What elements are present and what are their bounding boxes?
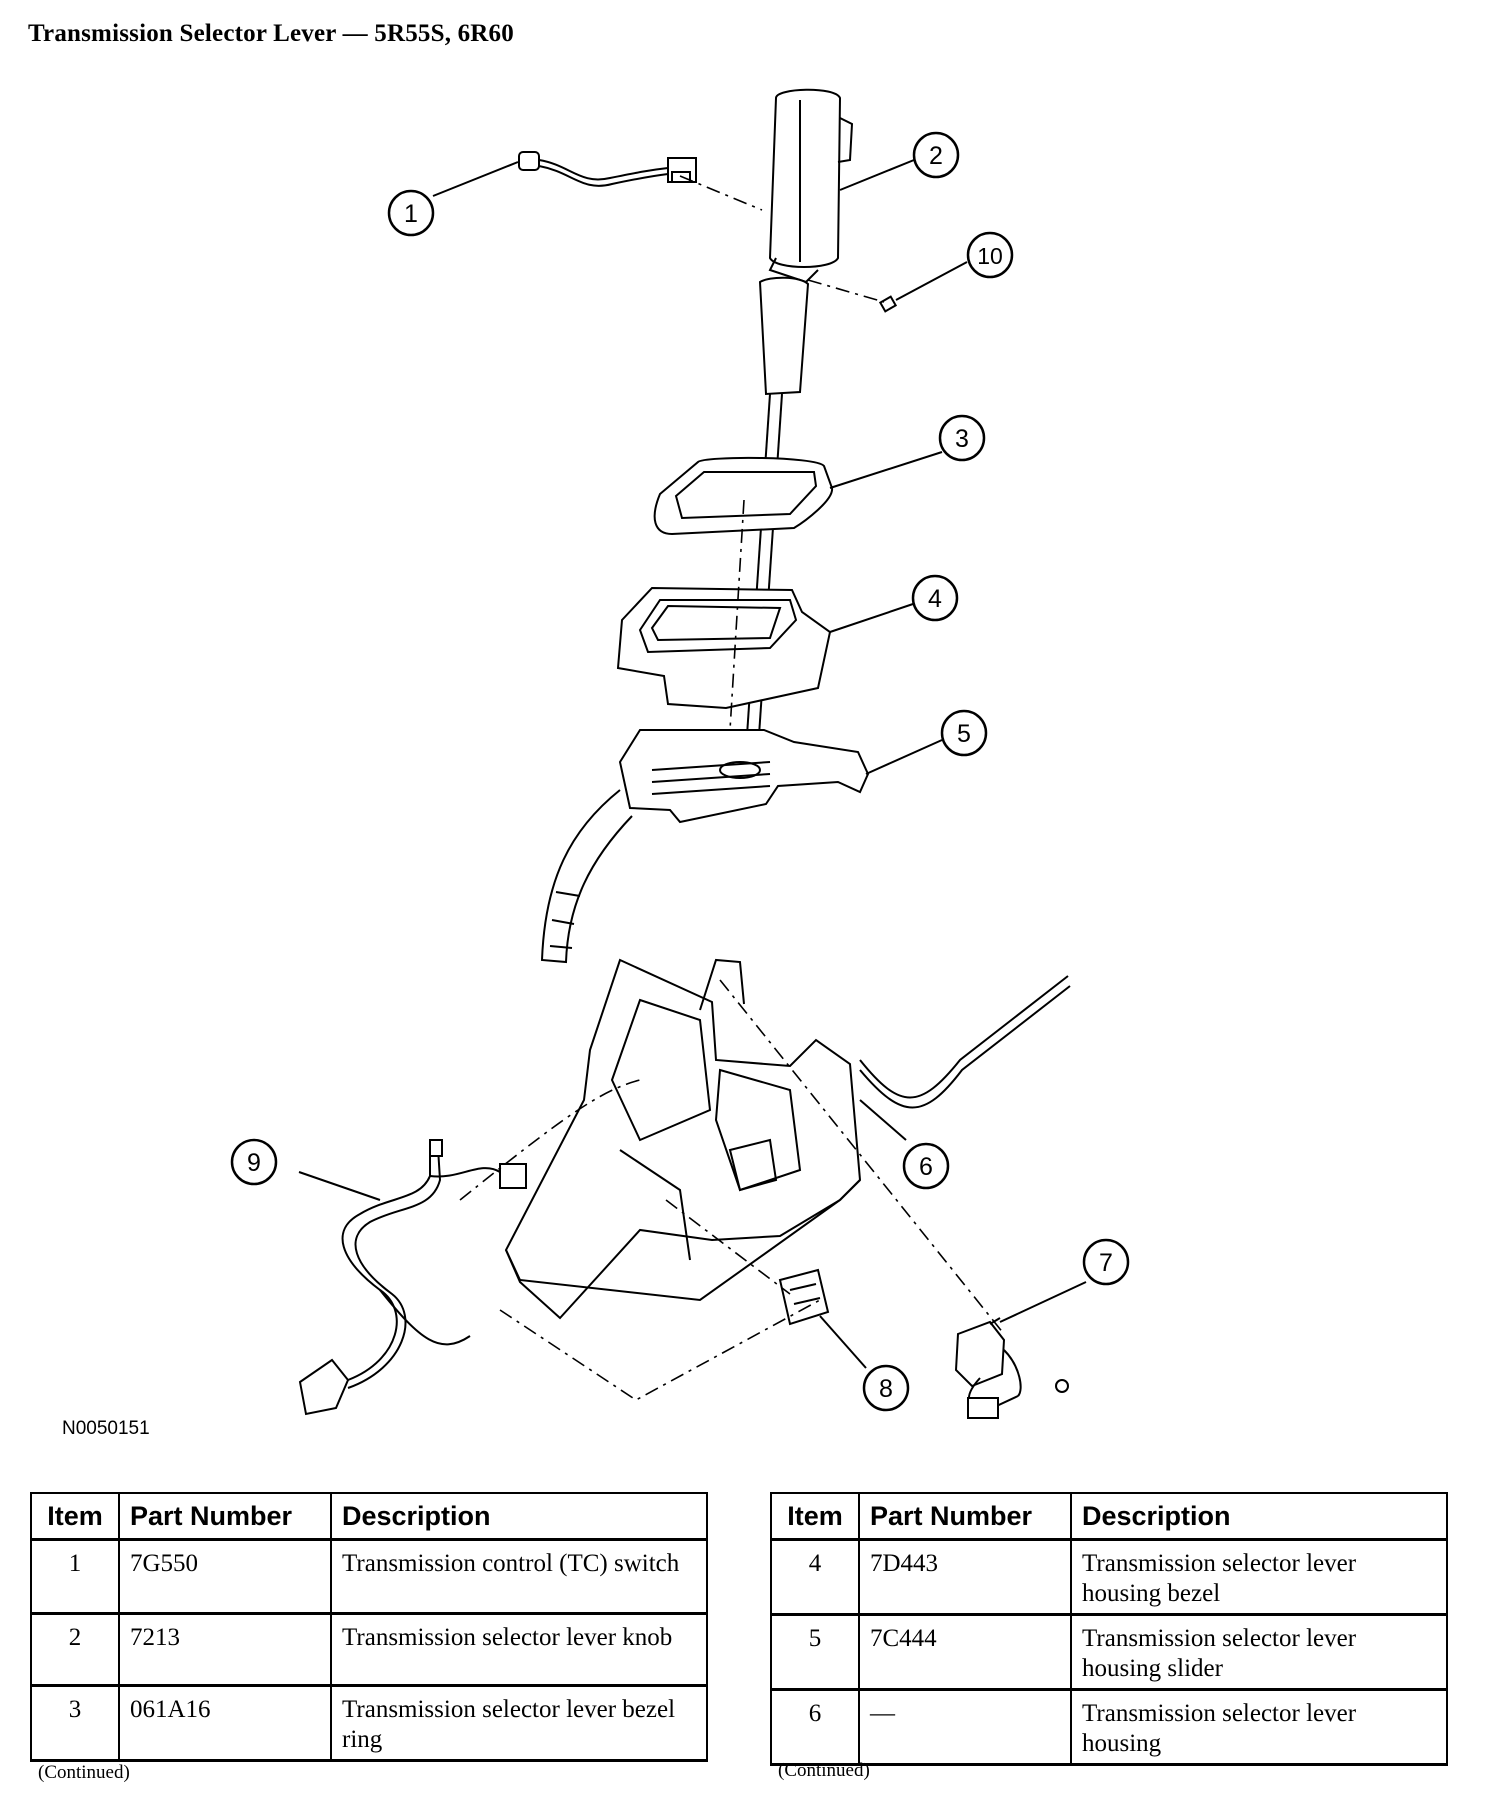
row-description: Transmission selector lever housing slid…	[1070, 1614, 1448, 1691]
parts-table-left: Item Part Number Description 1 7G550 Tra…	[30, 1492, 708, 1762]
callout-10-label: 10	[977, 243, 1003, 269]
row-part-number: 7D443	[858, 1539, 1072, 1616]
table-row: 2 7213 Transmission selector lever knob	[30, 1613, 708, 1687]
exploded-parts-diagram: 1 2 3 4 5 6 7 8 9 10	[230, 88, 1130, 1419]
callout-8-label: 8	[879, 1375, 893, 1403]
callout-2: 2	[912, 131, 960, 179]
table-row: 5 7C444 Transmission selector lever hous…	[770, 1614, 1448, 1691]
callout-7: 7	[1082, 1238, 1130, 1286]
table-row: 1 7G550 Transmission control (TC) switch	[30, 1539, 708, 1615]
callout-6-label: 6	[919, 1153, 933, 1181]
page-title: Transmission Selector Lever — 5R55S, 6R6…	[28, 20, 514, 47]
assembly-lines	[459, 175, 1005, 1401]
callout-6: 6	[902, 1142, 950, 1190]
callout-8: 8	[862, 1364, 910, 1412]
selector-housing-part	[504, 958, 1071, 1320]
callout-4-label: 4	[928, 585, 942, 613]
callout-3: 3	[938, 414, 986, 462]
row-item: 3	[30, 1685, 120, 1762]
row-item: 2	[30, 1613, 120, 1687]
callout-5-label: 5	[957, 720, 971, 748]
callout-2-label: 2	[929, 142, 943, 170]
row-part-number: 7213	[118, 1613, 332, 1687]
housing-slider-part	[540, 729, 870, 964]
header-item: Item	[30, 1492, 120, 1541]
set-screw-part	[878, 295, 898, 313]
callout-9-label: 9	[247, 1149, 261, 1177]
row-description: Transmission selector lever bezel ring	[330, 1685, 708, 1762]
table-row: 6 — Transmission selector lever housing	[770, 1689, 1448, 1766]
housing-bezel-part	[616, 586, 832, 710]
row-description: Transmission selector lever knob	[330, 1613, 708, 1687]
callout-markers: 1 2 3 4 5 6 7 8 9 10	[230, 131, 1130, 1412]
row-part-number: 061A16	[118, 1685, 332, 1762]
row-description: Transmission selector lever housing	[1070, 1689, 1448, 1766]
row-item: 1	[30, 1539, 120, 1615]
row-description: Transmission control (TC) switch	[330, 1539, 708, 1615]
callout-1-label: 1	[404, 200, 418, 228]
header-description: Description	[1070, 1492, 1448, 1541]
table-header-row: Item Part Number Description	[770, 1492, 1448, 1541]
continued-note-right: (Continued)	[778, 1760, 870, 1781]
table-row: 4 7D443 Transmission selector lever hous…	[770, 1539, 1448, 1616]
row-item: 4	[770, 1539, 860, 1616]
bezel-ring-part	[653, 456, 833, 536]
callout-10: 10	[966, 231, 1014, 279]
table-row: 3 061A16 Transmission selector lever bez…	[30, 1685, 708, 1762]
row-description: Transmission selector lever housing beze…	[1070, 1539, 1448, 1616]
row-item: 6	[770, 1689, 860, 1766]
callout-5: 5	[940, 709, 988, 757]
connector-part	[778, 1268, 830, 1326]
row-item: 5	[770, 1614, 860, 1691]
row-part-number: 7G550	[118, 1539, 332, 1615]
callout-7-label: 7	[1099, 1249, 1113, 1277]
header-part-number: Part Number	[118, 1492, 332, 1541]
tc-switch-part	[518, 151, 697, 187]
wiring-harness-part	[298, 1139, 527, 1416]
callout-3-label: 3	[955, 425, 969, 453]
row-part-number: —	[858, 1689, 1072, 1766]
continued-note-left: (Continued)	[38, 1762, 130, 1783]
solenoid-part	[954, 1317, 1069, 1419]
header-item: Item	[770, 1492, 860, 1541]
figure-id: N0050151	[62, 1418, 150, 1439]
callout-9: 9	[230, 1138, 278, 1186]
callout-4: 4	[911, 574, 959, 622]
table-header-row: Item Part Number Description	[30, 1492, 708, 1541]
header-description: Description	[330, 1492, 708, 1541]
header-part-number: Part Number	[858, 1492, 1072, 1541]
row-part-number: 7C444	[858, 1614, 1072, 1691]
leader-lines	[298, 159, 1087, 1369]
parts-table-right: Item Part Number Description 4 7D443 Tra…	[770, 1492, 1448, 1766]
callout-1: 1	[387, 189, 435, 237]
